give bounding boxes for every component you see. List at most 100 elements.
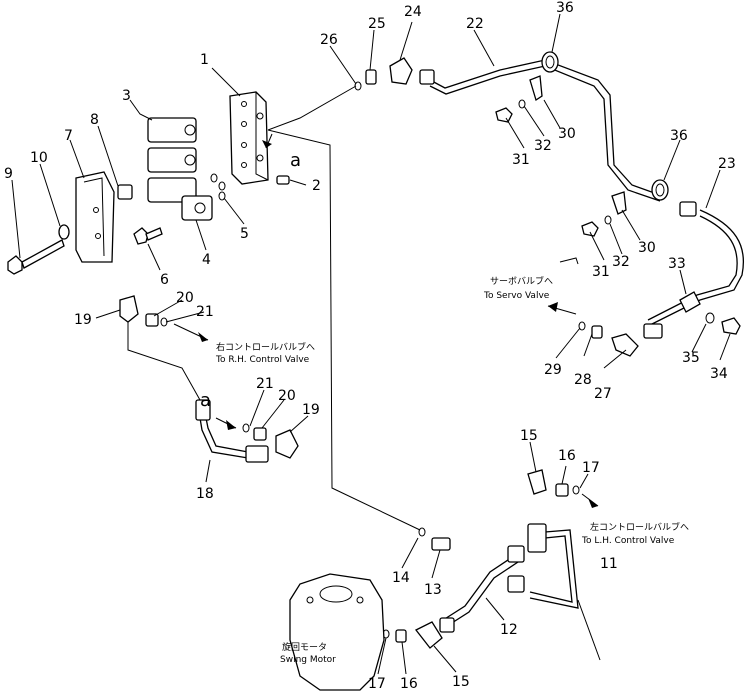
callout-35: 35 (682, 350, 700, 366)
callout-6: 6 (160, 272, 169, 288)
mark-a-lower: a (200, 390, 211, 411)
o-ring-17-upper (572, 485, 580, 495)
callout-27: 27 (594, 386, 612, 402)
hose-18 (199, 417, 249, 459)
callout-23: 23 (718, 156, 736, 172)
direction-arrows (173, 133, 599, 508)
note-servo-jp: サーボバルブへ (490, 275, 553, 287)
callout-32: 32 (534, 138, 552, 154)
callout-11: 11 (600, 556, 618, 572)
pipe-22-inner (429, 65, 661, 202)
note-lh-en: To L.H. Control Valve (581, 536, 675, 546)
callout-20b: 20 (278, 388, 296, 404)
tee-fitting (527, 523, 547, 553)
callout-8: 8 (90, 112, 99, 128)
clamp-33 (679, 291, 701, 313)
bracket-30-upper (529, 75, 543, 102)
callout-36: 36 (556, 0, 574, 16)
callout-25: 25 (368, 16, 386, 32)
callout-29: 29 (544, 362, 562, 378)
swing-motor (289, 573, 385, 691)
pipe-19-to-18 (127, 322, 201, 401)
pipe-11 (529, 529, 579, 609)
fitting-18-top (195, 399, 211, 421)
callout-26: 26 (320, 32, 338, 48)
hose-23-inner (647, 215, 738, 321)
clamp-36-lower (651, 179, 669, 201)
note-lh-jp: 左コントロールバルブへ (590, 521, 689, 533)
elbow-24 (389, 57, 413, 85)
pipe-valve-to-elbow-24 (267, 85, 357, 131)
pipe-22 (429, 59, 661, 196)
callout-7: 7 (64, 128, 73, 144)
fitting-12-end (507, 545, 525, 563)
callout-5: 5 (240, 226, 249, 242)
callout-3: 3 (122, 88, 131, 104)
fitting-18-end (245, 445, 269, 463)
hose-23 (649, 209, 744, 326)
callout-18: 18 (196, 486, 214, 502)
hose-12 (439, 551, 521, 623)
nut-16-lower (395, 629, 407, 643)
washer-35 (705, 312, 715, 324)
callout-17: 17 (582, 460, 600, 476)
spacer-8 (117, 184, 133, 200)
bolt-9 (7, 239, 65, 275)
mark-a-upper: a (290, 150, 301, 171)
nut-28 (591, 325, 603, 339)
note-motor-en: Swing Motor (280, 655, 336, 665)
elbow-19-upper (119, 295, 139, 323)
leader-lines (11, 13, 731, 675)
valve-block-1 (229, 91, 269, 185)
callout-32b: 32 (612, 254, 630, 270)
o-ring-21-lower (242, 423, 250, 433)
o-ring-14 (418, 527, 426, 537)
fitting-12-lower (439, 617, 455, 633)
note-rh-jp: 右コントロールバルブへ (216, 341, 315, 353)
callout-10: 10 (30, 150, 48, 166)
bracket-30-lower (611, 191, 627, 215)
note-rh-en: To R.H. Control Valve (215, 355, 310, 365)
nut-20-lower (253, 427, 267, 441)
callout-13: 13 (424, 582, 442, 598)
callout-30b: 30 (638, 240, 656, 256)
elbow-15-lower (415, 621, 443, 649)
solenoid-valves-3 (147, 117, 213, 221)
callout-17b: 17 (368, 676, 386, 692)
callout-16b: 16 (400, 676, 418, 692)
fitting-22-end (419, 69, 435, 85)
connector-13 (431, 537, 451, 551)
elbow-15-upper (527, 469, 547, 495)
bolt-31-upper (495, 107, 513, 123)
hose-18-inner (205, 417, 249, 453)
callout-36b: 36 (670, 128, 688, 144)
pipe-valve-to-motor (267, 129, 421, 531)
callout-22: 22 (466, 16, 484, 32)
elbow-27 (611, 333, 639, 357)
callout-20: 20 (176, 290, 194, 306)
note-motor-jp: 旋回モータ (282, 641, 327, 653)
nut-20-upper (145, 313, 159, 327)
o-ring-29 (578, 321, 586, 331)
washer-10 (58, 224, 70, 240)
callout-30: 30 (558, 126, 576, 142)
callout-28: 28 (574, 372, 592, 388)
note-servo-en: To Servo Valve (483, 291, 550, 301)
callout-4: 4 (202, 252, 211, 268)
callout-21: 21 (196, 304, 214, 320)
nut-25 (365, 69, 377, 85)
fitting-27-end (643, 323, 663, 339)
bracket-7 (75, 171, 115, 263)
bolt-34 (721, 317, 741, 335)
callout-1: 1 (200, 52, 209, 68)
callout-numbers: 1 2 3 4 5 6 7 8 9 10 11 12 13 14 15 16 1… (4, 0, 736, 692)
callout-9: 9 (4, 166, 13, 182)
bolt-31-lower (581, 221, 599, 237)
elbow-19-lower (275, 429, 299, 459)
callout-14: 14 (392, 570, 410, 586)
fitting-11-end (507, 575, 525, 593)
bolt-6 (133, 227, 163, 245)
callout-31b: 31 (592, 264, 610, 280)
callout-15: 15 (520, 428, 538, 444)
